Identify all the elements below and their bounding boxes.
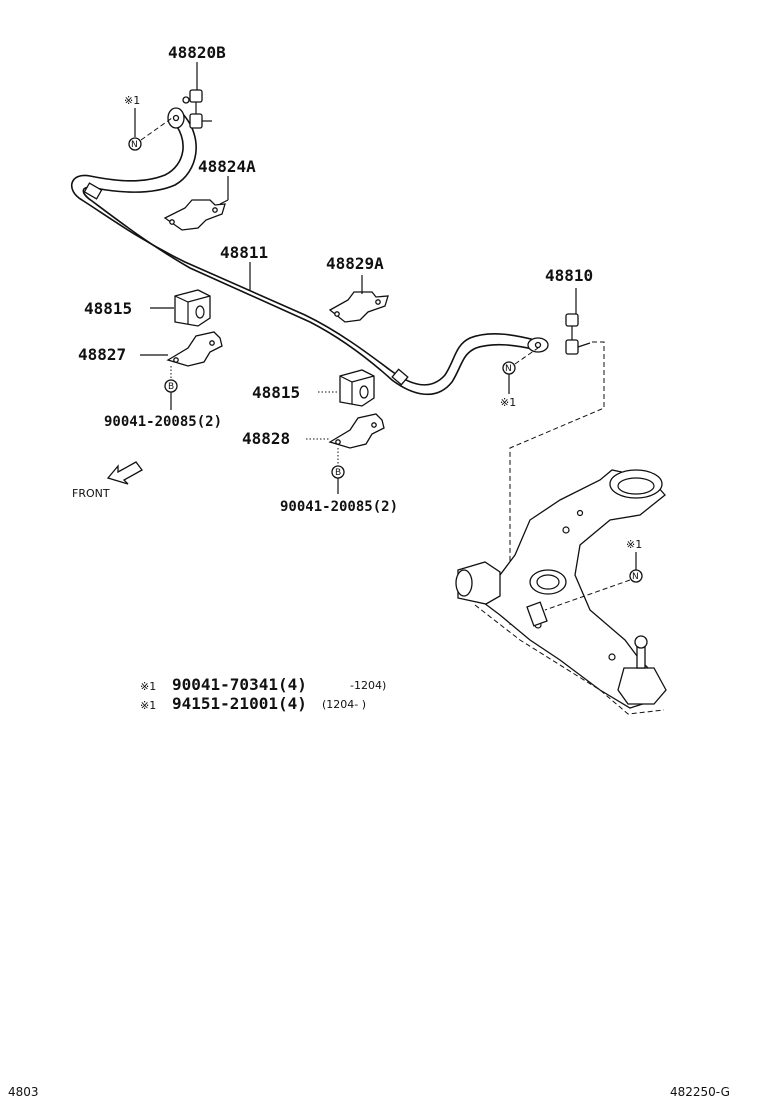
note-2-part: 94151-21001(4) xyxy=(172,694,307,713)
label-48815-left: 48815 xyxy=(84,299,132,318)
bushing-center-drawing xyxy=(339,369,375,407)
label-48811: 48811 xyxy=(220,243,268,262)
nut-letter-right: N xyxy=(505,364,512,374)
nut-marker-arm xyxy=(629,569,643,583)
notes-block: ※1 90041-70341(4) -1204) ※1 94151-21001(… xyxy=(140,675,386,713)
note-mark-upper-left: ※1 xyxy=(124,94,140,107)
nut-marker-upper-left xyxy=(128,137,142,151)
footer-left: 4803 xyxy=(8,1085,39,1099)
link-48810-drawing xyxy=(565,288,591,355)
bolt-letter-left: B xyxy=(168,382,174,392)
label-bolt-left: 90041-20085(2) xyxy=(104,414,222,430)
stabilizer-bar-drawing xyxy=(70,107,549,396)
label-48820b: 48820B xyxy=(168,43,226,62)
bushing-left-drawing xyxy=(174,289,211,327)
bracket-48824a-drawing xyxy=(163,176,229,231)
footer-right: 482250-G xyxy=(670,1085,730,1099)
note-mark-arm: ※1 xyxy=(626,538,642,551)
note-1-mark: ※1 xyxy=(140,680,156,693)
bracket-48829a-drawing xyxy=(328,275,389,323)
note-1-range: -1204) xyxy=(350,679,386,692)
front-label: FRONT xyxy=(72,487,110,500)
front-arrow-icon xyxy=(106,461,143,485)
bolt-letter-center: B xyxy=(335,468,341,478)
note-2-range: (1204- ) xyxy=(322,698,366,711)
label-48824a: 48824A xyxy=(198,157,256,176)
label-48829a: 48829A xyxy=(326,254,384,273)
label-48828: 48828 xyxy=(242,429,290,448)
nut-letter-arm: N xyxy=(632,572,639,582)
label-48827: 48827 xyxy=(78,345,126,364)
note-mark-right: ※1 xyxy=(500,396,516,409)
label-48815-center: 48815 xyxy=(252,383,300,402)
note-2-mark: ※1 xyxy=(140,699,156,712)
label-48810: 48810 xyxy=(545,266,593,285)
note-1-part: 90041-70341(4) xyxy=(172,675,307,694)
bracket-48827-drawing xyxy=(166,331,223,367)
nut-letter-upper-left: N xyxy=(131,140,138,150)
control-arm-drawing xyxy=(455,469,667,715)
label-bolt-center: 90041-20085(2) xyxy=(280,499,398,515)
link-48820b-drawing xyxy=(182,62,212,129)
bracket-48828-drawing xyxy=(328,413,385,449)
